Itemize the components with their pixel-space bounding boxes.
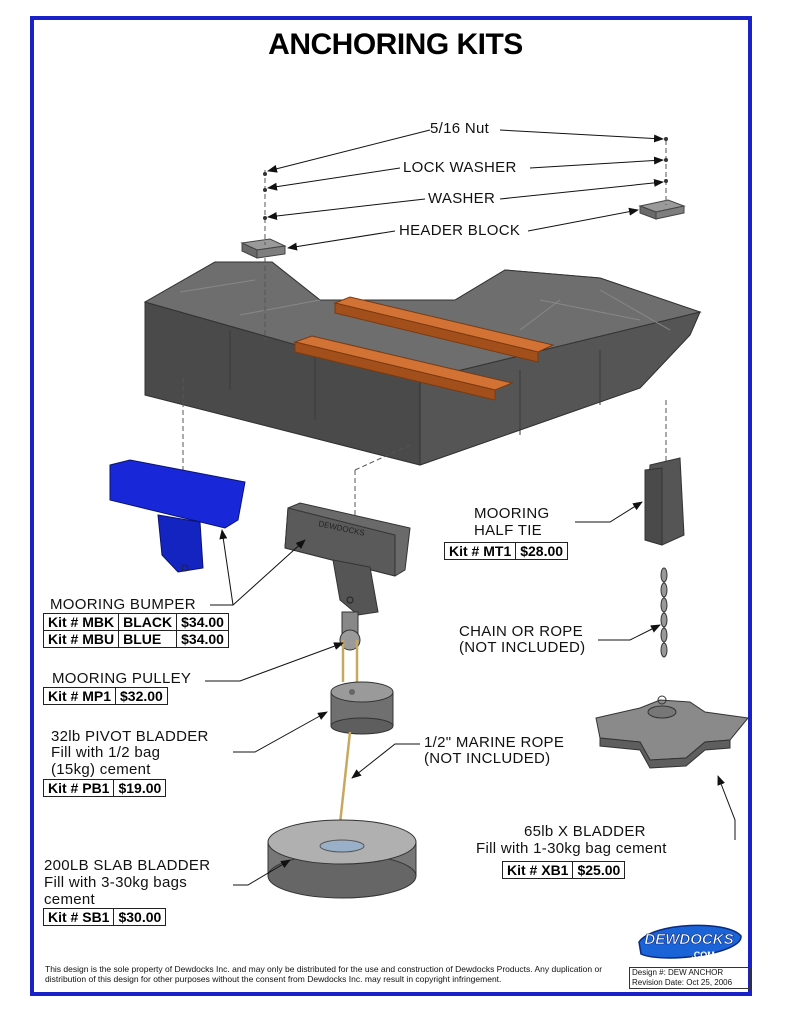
table-row: Kit # SB1 $30.00 (42, 908, 167, 926)
table-row: Kit # MBU BLUE $34.00 (42, 630, 229, 648)
label-x-bladder-2: Fill with 1-30kg bag cement (476, 840, 667, 857)
label-x-bladder-1: 65lb X BLADDER (524, 823, 646, 840)
table-row: Kit # XB1 $25.00 (501, 861, 626, 879)
kit-code: Kit # SB1 (42, 908, 115, 926)
label-chain-or-rope-2: (NOT INCLUDED) (459, 639, 586, 656)
design-number: Design #: DEW ANCHOR (632, 968, 724, 977)
pivot-bladder (330, 681, 394, 735)
dewdocks-logo: DEWDOCKS .COM (638, 924, 742, 960)
mooring-bumper-blue (109, 459, 246, 573)
kit-code: Kit # MBK (42, 613, 120, 631)
kit-code: Kit # MP1 (42, 687, 117, 705)
label-pivot-bladder-3: (15kg) cement (51, 761, 151, 778)
kit-code: Kit # XB1 (501, 861, 574, 879)
kit-price: $34.00 (176, 630, 229, 648)
header-block-left (240, 238, 287, 259)
hardware-dots (263, 137, 668, 220)
kit-table-pb1: Kit # PB1 $19.00 (42, 779, 167, 797)
kit-code: Kit # MBU (42, 630, 120, 648)
kit-price: $32.00 (115, 687, 168, 705)
kit-code: Kit # PB1 (42, 779, 115, 797)
page-title: ANCHORING KITS (268, 28, 523, 61)
slab-bladder (267, 819, 417, 899)
kit-color: BLACK (118, 613, 178, 631)
label-marine-rope-2: (NOT INCLUDED) (424, 750, 551, 767)
leader-lines-top (267, 129, 664, 251)
label-mooring-half-tie-2: HALF TIE (474, 522, 542, 539)
label-mooring-half-tie-1: MOORING (474, 505, 550, 522)
kit-table-xb1: Kit # XB1 $25.00 (501, 861, 626, 879)
label-nut: 5/16 Nut (430, 120, 490, 137)
kit-price: $30.00 (113, 908, 167, 926)
mooring-half-tie (644, 457, 685, 546)
x-bladder (595, 695, 749, 769)
chain (660, 567, 668, 658)
kit-color: BLUE (118, 630, 178, 648)
leader-lines-lower (205, 501, 736, 886)
label-slab-bladder-3: cement (44, 891, 95, 908)
kit-price: $34.00 (176, 613, 229, 631)
label-pivot-bladder-2: Fill with 1/2 bag (51, 744, 161, 761)
label-header-block: HEADER BLOCK (399, 222, 521, 239)
mooring-bumper-grey: DEWDOCKS (284, 502, 411, 616)
label-slab-bladder-1: 200LB SLAB BLADDER (44, 857, 211, 874)
table-row: Kit # MT1 $28.00 (443, 542, 569, 560)
kit-table-mt1: Kit # MT1 $28.00 (443, 542, 569, 560)
kit-table-mp1: Kit # MP1 $32.00 (42, 687, 168, 705)
table-row: Kit # PB1 $19.00 (42, 779, 167, 797)
kit-table-bumper: Kit # MBK BLACK $34.00 Kit # MBU BLUE $3… (42, 613, 229, 648)
copyright-notice: This design is the sole property of Dewd… (45, 964, 603, 984)
label-chain-or-rope-1: CHAIN OR ROPE (459, 623, 583, 640)
label-marine-rope-1: 1/2" MARINE ROPE (424, 734, 565, 751)
table-row: Kit # MBK BLACK $34.00 (42, 613, 229, 631)
mooring-pulley (339, 611, 361, 682)
dock-float (143, 261, 702, 466)
wood-planks (293, 296, 555, 401)
assembly-lines (182, 140, 667, 520)
kit-price: $28.00 (515, 542, 569, 560)
logo-word: DEWDOCKS (644, 931, 733, 948)
logo-suffix: .COM (691, 950, 715, 960)
label-washer: WASHER (428, 190, 496, 207)
label-slab-bladder-2: Fill with 3-30kg bags (44, 874, 188, 891)
label-mooring-bumper: MOORING BUMPER (50, 596, 196, 613)
design-info-box: Design #: DEW ANCHOR Revision Date: Oct … (629, 967, 751, 989)
label-pivot-bladder-1: 32lb PIVOT BLADDER (51, 728, 209, 745)
kit-code: Kit # MT1 (443, 542, 517, 560)
kit-price: $19.00 (113, 779, 167, 797)
kit-table-sb1: Kit # SB1 $30.00 (42, 908, 167, 926)
revision-date: Revision Date: Oct 25, 2006 (632, 978, 733, 987)
table-row: Kit # MP1 $32.00 (42, 687, 168, 705)
label-mooring-pulley: MOORING PULLEY (52, 670, 192, 687)
kit-price: $25.00 (572, 861, 626, 879)
label-lock-washer: LOCK WASHER (403, 159, 517, 176)
header-block-right (638, 199, 686, 220)
